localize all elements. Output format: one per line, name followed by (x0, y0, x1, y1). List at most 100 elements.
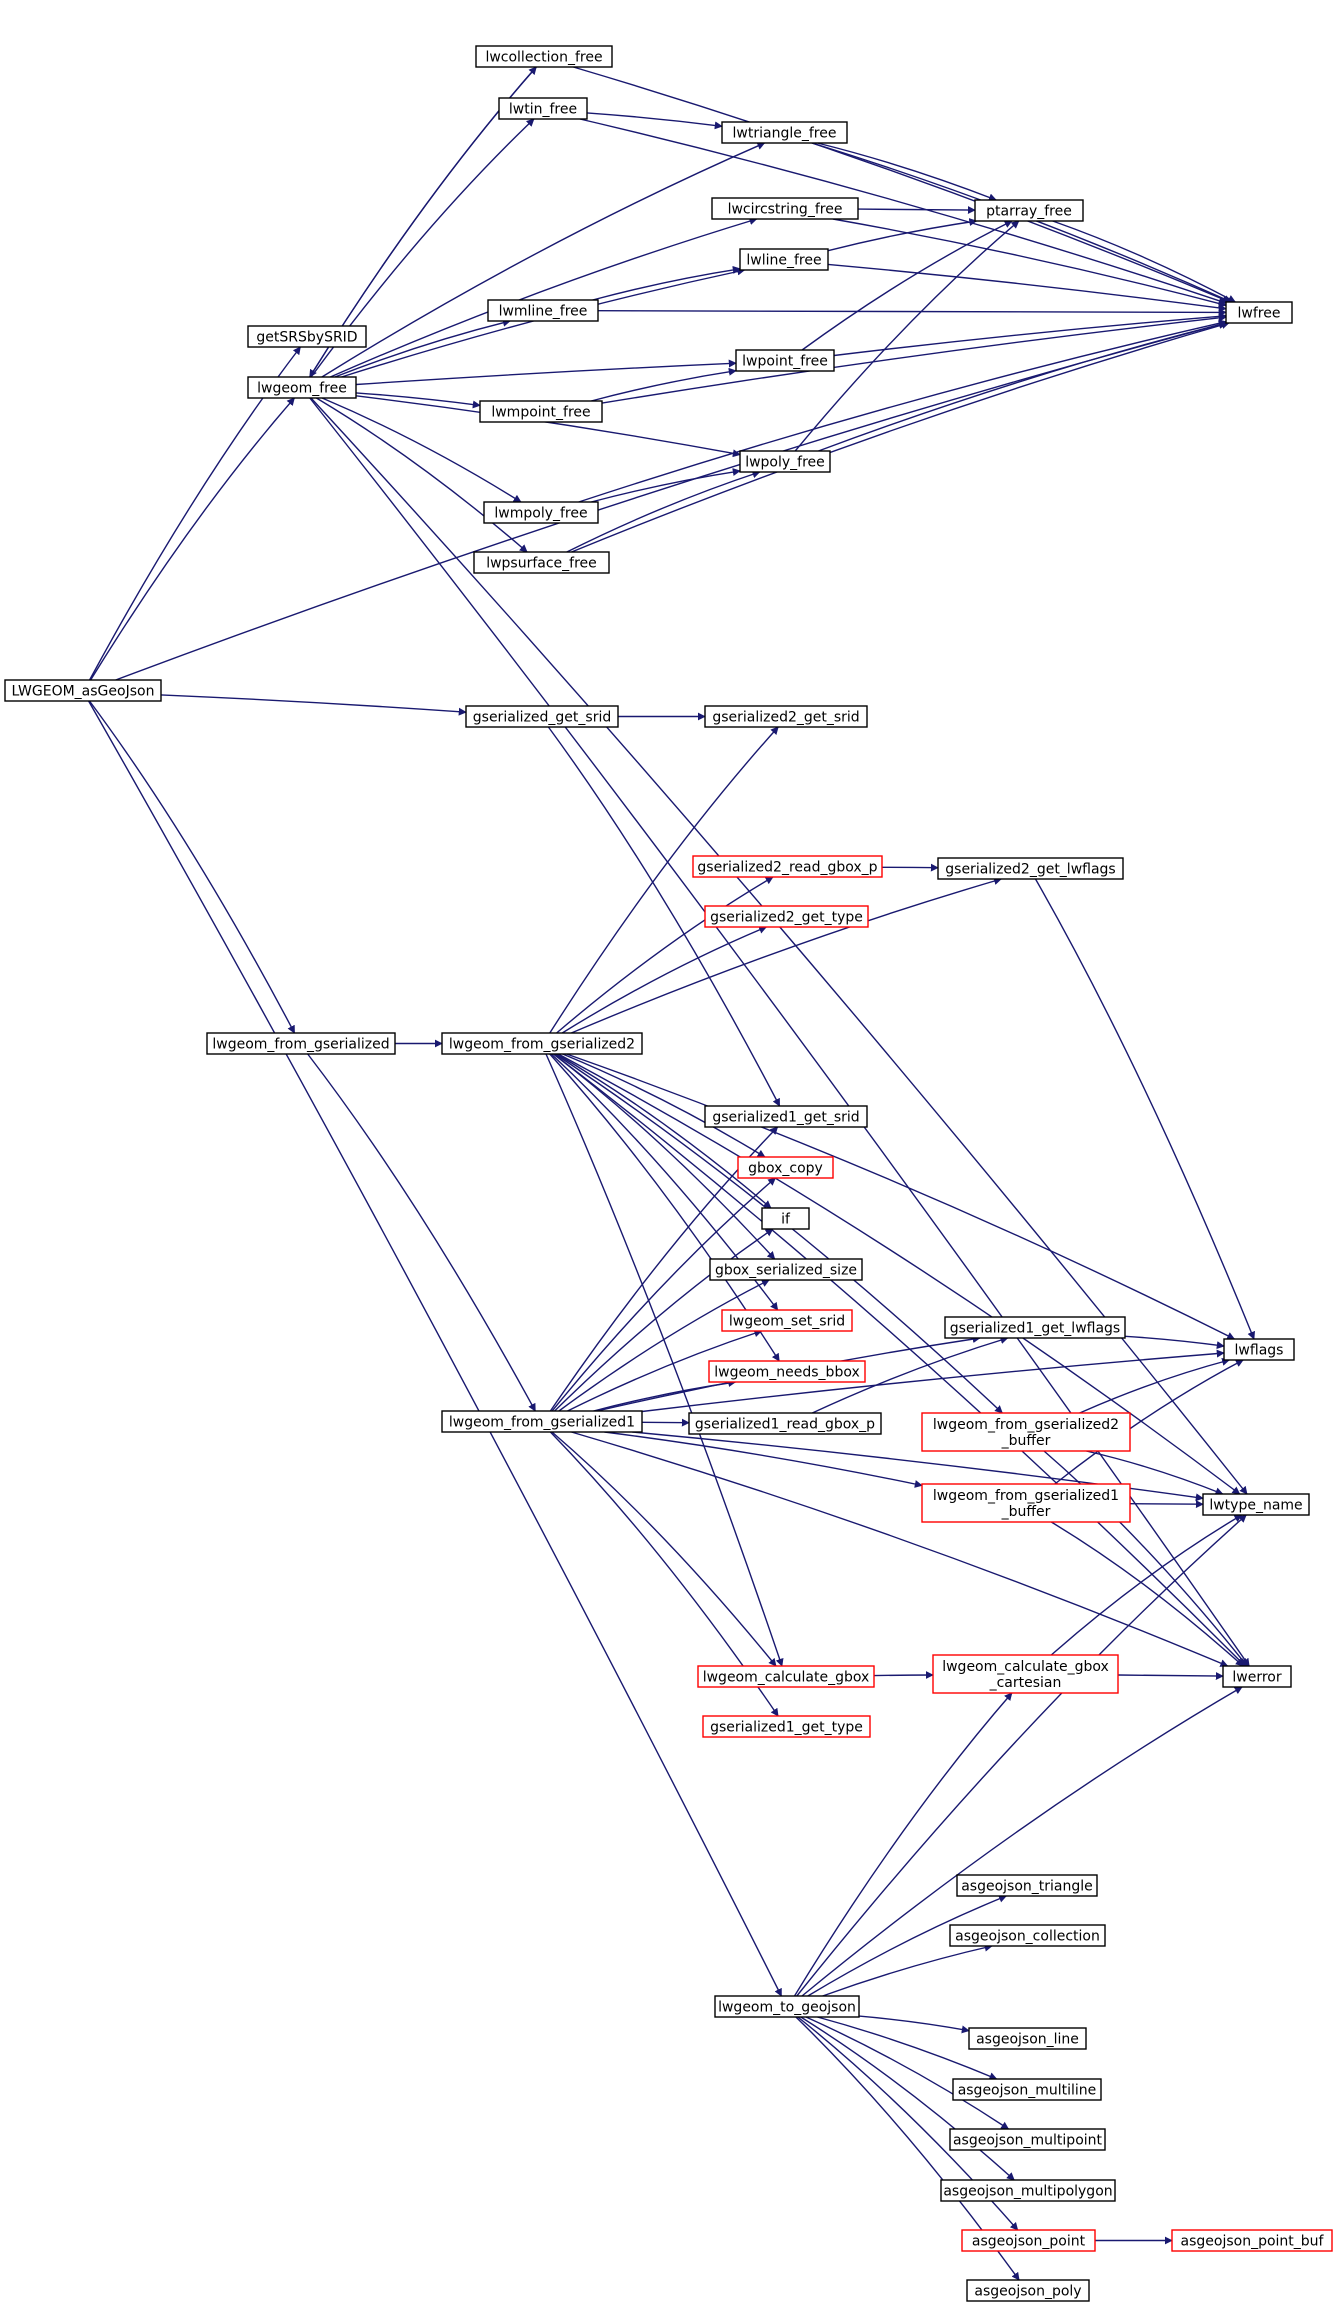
node-lwmpoint_free[interactable]: lwmpoint_free (479, 400, 603, 423)
edge-lwgeom_from_gser2_buf-to-lwtype_name (1086, 1450, 1224, 1496)
node-lwcollection_free[interactable]: lwcollection_free (475, 45, 613, 68)
node-box (940, 2179, 1116, 2202)
edge-lwgeom_from_gser1-to-lwgeom_calc_gbox (551, 1431, 777, 1667)
node-lwgeom_free[interactable]: lwgeom_free (247, 376, 357, 399)
node-lwmpoly_free[interactable]: lwmpoly_free (483, 501, 599, 524)
node-box (473, 551, 610, 574)
node-getSRS[interactable]: getSRSbySRID (247, 325, 367, 348)
node-label: asgeojson_line (976, 2032, 1079, 2048)
node-box (247, 325, 367, 348)
node-asgeojson_point_buf[interactable]: asgeojson_point_buf (1171, 2229, 1333, 2252)
edge-lwpoint_free-to-ptarray_free (801, 220, 1013, 351)
node-lwgeom_set_srid[interactable]: lwgeom_set_srid (721, 1309, 853, 1332)
edge-lwgeom_from_gser1_buf-to-lwerror (1050, 1521, 1244, 1667)
node-lwmline_free[interactable]: lwmline_free (487, 299, 599, 322)
node-label: gserialized1_get_srid (712, 1110, 859, 1126)
node-label: lwcircstring_free (728, 202, 843, 218)
node-label: gbox_copy (748, 1161, 823, 1177)
node-lwpoint_free[interactable]: lwpoint_free (735, 349, 835, 372)
node-box (708, 1360, 866, 1383)
node-ptarray_free[interactable]: ptarray_free (974, 199, 1084, 222)
node-box (475, 45, 613, 68)
node-lwgeom_from_gser2[interactable]: lwgeom_from_gserialized2 (441, 1032, 643, 1055)
node-label: asgeojson_multipoint (953, 2133, 1103, 2149)
edge-lwtriangle_free-to-lwfree (811, 142, 1233, 303)
edge-lwgeom_from_gser1-to-lwgeom_from_gser1_buf (604, 1431, 923, 1488)
edge-lwgeom_free-to-lwline_free (341, 267, 746, 378)
node-label: lwgeom_from_gserialized1 (449, 1415, 635, 1431)
edge-lwgeom_free-to-lwtriangle_free (321, 142, 766, 378)
node-box (697, 1665, 875, 1688)
edge-lwgeom_from_gser2-to-if (556, 1053, 772, 1209)
node-lwgeom_needs_bbox[interactable]: lwgeom_needs_bbox (708, 1360, 866, 1383)
node-gser2_get_srid[interactable]: gserialized2_get_srid (704, 705, 868, 728)
node-box (692, 855, 883, 878)
node-lwcircstring_free[interactable]: lwcircstring_free (711, 197, 859, 220)
node-asgeojson_line[interactable]: asgeojson_line (968, 2027, 1087, 2050)
node-if[interactable]: if (761, 1207, 810, 1230)
edge-lwmline_free-to-lwfree (597, 308, 1227, 317)
node-lwgeom_calc_gbox_cart[interactable]: lwgeom_calculate_gbox_cartesian (932, 1654, 1119, 1694)
edge-lwgeom_from_gser2-to-gser2_get_lwflags (571, 877, 1002, 1034)
node-box (966, 2279, 1090, 2302)
node-lwgeom_to_geojson[interactable]: lwgeom_to_geojson (714, 1995, 860, 2018)
node-gbox_copy[interactable]: gbox_copy (737, 1156, 834, 1179)
node-label: _cartesian (989, 1675, 1062, 1691)
edge-lwgeom_from_gser2-to-lwerror (553, 1053, 1246, 1667)
node-root[interactable]: LWGEOM_asGeoJson (4, 679, 162, 702)
node-lwgeom_from_gser1[interactable]: lwgeom_from_gserialized1 (441, 1410, 643, 1433)
node-gser1_get_lwflags[interactable]: gserialized1_get_lwflags (944, 1316, 1126, 1339)
node-lwpsurface_free[interactable]: lwpsurface_free (473, 551, 610, 574)
node-asgeojson_multipoint[interactable]: asgeojson_multipoint (949, 2128, 1106, 2151)
node-lwtype_name[interactable]: lwtype_name (1202, 1493, 1310, 1516)
node-box (487, 299, 599, 322)
node-label: getSRSbySRID (256, 330, 357, 346)
node-label: LWGEOM_asGeoJson (12, 684, 155, 700)
edge-lwcircstring_free-to-ptarray_free (857, 206, 976, 215)
node-lwgeom_from_gser[interactable]: lwgeom_from_gserialized (206, 1032, 396, 1055)
node-gser2_read_gbox[interactable]: gserialized2_read_gbox_p (692, 855, 883, 878)
node-label: lwerror (1232, 1670, 1281, 1686)
node-gser1_get_srid[interactable]: gserialized1_get_srid (704, 1105, 868, 1128)
node-gser1_read_gbox[interactable]: gserialized1_read_gbox_p (688, 1412, 882, 1435)
node-asgeojson_multiline[interactable]: asgeojson_multiline (952, 2078, 1102, 2101)
node-asgeojson_triangle[interactable]: asgeojson_triangle (956, 1874, 1098, 1897)
node-asgeojson_point[interactable]: asgeojson_point (961, 2229, 1096, 2252)
node-asgeojson_multipolygon[interactable]: asgeojson_multipolygon (940, 2179, 1116, 2202)
node-lwgeom_calc_gbox[interactable]: lwgeom_calculate_gbox (697, 1665, 875, 1688)
node-label: asgeojson_collection (955, 1929, 1100, 1945)
node-lwpoly_free[interactable]: lwpoly_free (739, 450, 831, 473)
node-gser2_get_lwflags[interactable]: gserialized2_get_lwflags (937, 857, 1124, 880)
node-lwerror[interactable]: lwerror (1222, 1665, 1292, 1688)
edge-lwgeom_to_geojson-to-asgeojson_multipoint (805, 2016, 1010, 2130)
node-asgeojson_poly[interactable]: asgeojson_poly (966, 2279, 1090, 2302)
node-box (761, 1207, 810, 1230)
node-lwflags[interactable]: lwflags (1223, 1338, 1295, 1361)
node-label: lwgeom_calculate_gbox (942, 1659, 1109, 1675)
edge-lwgeom_to_geojson-to-lwerror (801, 1686, 1243, 1997)
edge-lwmline_free-to-lwline_free (592, 265, 741, 301)
node-asgeojson_collection[interactable]: asgeojson_collection (949, 1924, 1106, 1947)
node-box (952, 2078, 1102, 2101)
node-lwgeom_from_gser1_buf[interactable]: lwgeom_from_gserialized1_buffer (921, 1483, 1131, 1523)
node-gser1_get_type[interactable]: gserialized1_get_type (702, 1715, 871, 1738)
node-label: lwtin_free (509, 102, 577, 118)
node-box (247, 376, 357, 399)
node-lwgeom_from_gser2_buf[interactable]: lwgeom_from_gserialized2_buffer (921, 1412, 1131, 1452)
edge-lwgeom_from_gser2-to-gser2_get_type (561, 926, 768, 1034)
node-gbox_ser_size[interactable]: gbox_serialized_size (709, 1258, 863, 1281)
node-lwtin_free[interactable]: lwtin_free (498, 97, 588, 120)
node-label: _buffer (1001, 1504, 1051, 1520)
node-box (921, 1483, 1131, 1523)
node-lwtriangle_free[interactable]: lwtriangle_free (721, 121, 848, 144)
edge-lwgeom_from_gser1-to-lwgeom_set_srid (567, 1329, 763, 1412)
node-gser_get_srid[interactable]: gserialized_get_srid (465, 705, 619, 728)
node-lwfree[interactable]: lwfree (1225, 301, 1293, 324)
edge-lwcircstring_free-to-lwfree (832, 218, 1227, 308)
node-box (937, 857, 1124, 880)
node-label: gserialized2_get_lwflags (945, 862, 1115, 878)
edge-lwgeom_from_gser1-to-gbox_ser_size (558, 1279, 770, 1412)
node-lwline_free[interactable]: lwline_free (739, 248, 829, 271)
node-gser2_get_type[interactable]: gserialized2_get_type (704, 905, 869, 928)
